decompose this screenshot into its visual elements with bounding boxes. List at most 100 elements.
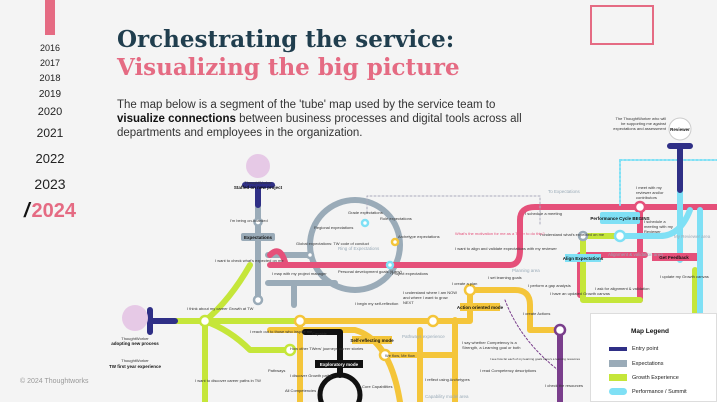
expectations-box: Expectations <box>244 235 273 240</box>
year-2016[interactable]: 2016 <box>39 43 61 53</box>
exploratory-box: Exploratory mode <box>320 362 359 367</box>
map-legend: Map Legend Entry point Expectations Grow… <box>590 313 717 402</box>
legend-label: Entry point <box>632 346 659 352</box>
label: Personal development goals (if any) <box>338 269 402 274</box>
legend-entry-point: Entry point <box>609 346 658 352</box>
legend-growth: Growth Experience <box>609 374 679 381</box>
label: I set learning goals <box>488 275 522 280</box>
intro-bold: visualize connections <box>117 113 236 125</box>
perf-cycle-box: Performance Cycle BEGINS <box>590 216 649 221</box>
avatar-adopting <box>122 305 148 331</box>
label: Pathways experience <box>402 334 445 339</box>
label: I want to align and validate expectation… <box>455 246 557 251</box>
label-meet-reviewer: I meet with my reviewer and/or contribut… <box>636 185 664 200</box>
year-marker <box>45 0 55 35</box>
title-line-1: Orchestrating the service: <box>117 26 455 53</box>
adopting-role: ThoughtWorker <box>121 336 149 341</box>
label: Capable <box>312 331 328 336</box>
legend-title: Map Legend <box>631 328 669 335</box>
summit-icon <box>609 388 627 395</box>
label: I want to discover career paths in TW <box>195 378 261 383</box>
align-expectations-box: Align Expectations <box>563 256 604 261</box>
firstyear-role: ThoughtWorker <box>121 358 149 363</box>
label: I map with my project manager <box>272 271 327 276</box>
label: Ring of Expectations <box>338 246 380 251</box>
intro-paragraph: The map below is a segment of the 'tube'… <box>117 98 527 140</box>
label: Archetype expectations <box>398 234 440 239</box>
year-2023[interactable]: 2023 <box>34 175 66 192</box>
year-2022[interactable]: 2022 <box>35 150 65 166</box>
label: I think about my career Growth at TW <box>187 306 254 311</box>
label: I schedule a meeting <box>525 211 562 216</box>
label: Core Capabilities <box>362 384 392 389</box>
label: I check the resources <box>545 383 583 388</box>
label: I begin my self-reflection <box>355 301 398 306</box>
label: I have an updated Growth canvas <box>550 291 610 296</box>
label: How other TWers' journeys career stories <box>290 346 363 351</box>
growth-line <box>147 262 303 402</box>
self-mode-box: Self-reflecting mode <box>350 338 394 343</box>
year-nav: 2016 2017 2018 2019 2020 2021 2022 2023 … <box>20 44 80 221</box>
label: I perform a gap analysis <box>528 283 571 288</box>
legend-expectations: Expectations <box>609 360 664 367</box>
label: Project expectations <box>392 271 428 276</box>
label-say-competency: I say whether Competency is a Strength, … <box>462 340 521 350</box>
entry-point-adopting <box>147 307 178 335</box>
label: Capability model area <box>425 394 469 399</box>
reviewer-desc: The ThoughtWorker who will be supporting… <box>613 116 666 131</box>
label: I reach out to those who inspire me <box>250 329 313 334</box>
label: I create a plan <box>452 281 477 286</box>
get-feedback-box: Get Feedback <box>659 255 689 260</box>
label: I reflect using Archetypes <box>425 377 470 382</box>
intro-text-2: between business processes and digital t… <box>117 113 522 139</box>
exploratory-line <box>302 329 343 378</box>
year-2017[interactable]: 2017 <box>39 58 61 68</box>
page-title: Orchestrating the service: Visualizing t… <box>117 26 460 82</box>
staffed-role: ThoughtWorker <box>244 180 272 185</box>
entry-point-icon <box>609 347 627 351</box>
label: Global expectations: TW code of conduct <box>296 241 370 246</box>
minimap-viewport[interactable] <box>590 5 654 45</box>
growth-swatch <box>609 374 627 381</box>
copyright: © 2024 Thoughtworks <box>20 378 89 385</box>
year-2024-active[interactable]: /2024 <box>20 201 80 221</box>
intro-text-1: The map below is a segment of the 'tube'… <box>117 99 496 111</box>
pink-line <box>267 204 717 268</box>
year-2021[interactable]: 2021 <box>36 125 64 140</box>
label: We flow, Me flow <box>385 353 415 358</box>
label: What's the motivation for me as a TWer t… <box>455 231 545 236</box>
label: My Reviewer area <box>674 234 711 239</box>
staffed-title: Staffed on new project <box>234 185 283 190</box>
firstyear-title: TW first year experience <box>109 364 162 369</box>
label: I'm being on-boarded <box>230 218 268 223</box>
ring-of-expectations <box>307 197 403 293</box>
label: To Expectations <box>548 189 581 194</box>
slash-icon: / <box>23 199 30 222</box>
year-2019[interactable]: 2019 <box>38 88 62 100</box>
year-2018[interactable]: 2018 <box>39 73 61 84</box>
expectations-swatch <box>609 360 627 367</box>
legend-performance: Performance / Summit <box>609 388 687 395</box>
label: Planning area <box>512 268 540 273</box>
legend-label: Growth Experience <box>632 374 679 381</box>
label: I ask for alignment & validation <box>595 286 649 291</box>
year-2020[interactable]: 2020 <box>37 105 63 118</box>
legend-label: Expectations <box>632 360 664 367</box>
title-line-2: Visualizing the big picture <box>117 54 460 81</box>
entry-point-reviewer <box>667 143 693 193</box>
adopting-title: adopting new process <box>111 341 159 346</box>
label: Grade expectations <box>348 210 383 215</box>
label: Regional expectations <box>314 225 353 230</box>
label: I create Actions <box>523 311 550 316</box>
legend-label: Performance / Summit <box>632 388 687 395</box>
reviewer-label: Reviewer <box>670 127 690 132</box>
action-mode-box: Action oriented mode <box>457 305 504 310</box>
label: Role expectations <box>380 216 412 221</box>
label: I update my Growth canvas <box>660 274 709 279</box>
label: I see how far each of my learning goals … <box>490 357 580 361</box>
label: Alignment & validation area <box>608 252 663 257</box>
avatar-staffed <box>246 154 270 178</box>
label-schedule-reviewer: I schedule a meeting with my Reviewer <box>644 219 673 234</box>
active-year-label: 2024 <box>31 199 77 222</box>
avatar-reviewer <box>668 117 692 141</box>
